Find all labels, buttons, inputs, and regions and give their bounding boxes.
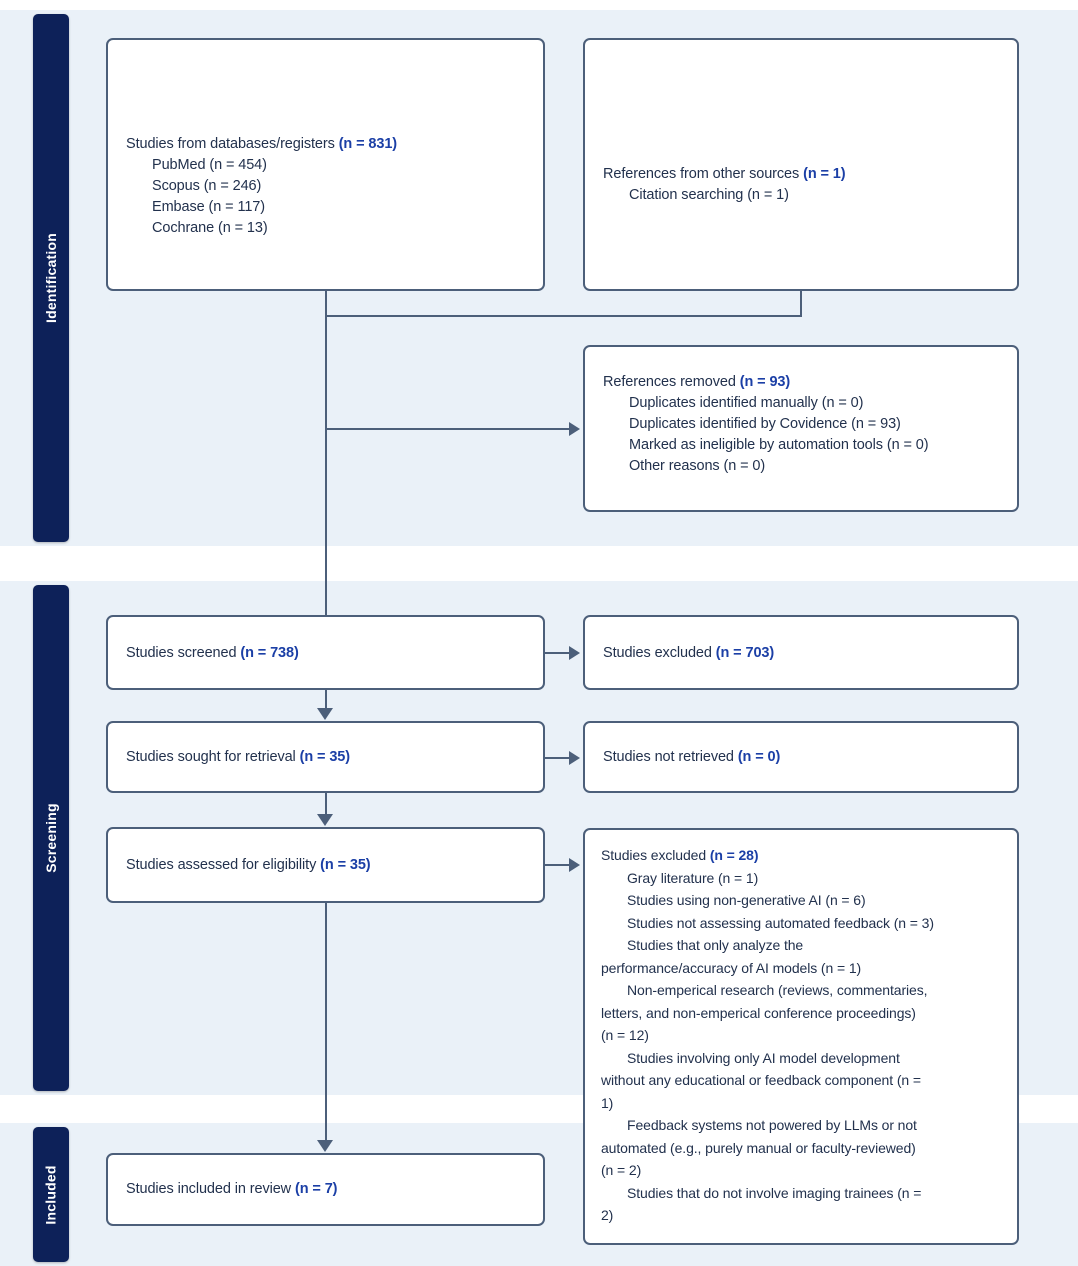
connector-screened-to-sought [325, 690, 327, 709]
box-studies-excluded-28: Studies excluded (n = 28) Gray literatur… [583, 828, 1019, 1245]
phase-label-identification: Identification [43, 233, 60, 323]
excluded-28-reason-9: without any educational or feedback comp… [601, 1072, 921, 1088]
excluded-28-reason-7: (n = 12) [601, 1027, 649, 1043]
box-other-sources-count: (n = 1) [803, 166, 846, 182]
box-removed-line-0: Duplicates identified manually (n = 0) [629, 395, 864, 411]
excluded-28-reason-8: Studies involving only AI model developm… [627, 1049, 900, 1066]
connector-sought-to-assessed [325, 793, 327, 815]
connector-sought-to-not-retrieved [545, 757, 571, 759]
box-included-title: Studies included in review (n = 7) [126, 1181, 338, 1197]
box-not-retrieved-count: (n = 0) [737, 749, 781, 765]
connector-databases-down [325, 291, 327, 615]
box-removed-line-2: Marked as ineligible by automation tools… [629, 437, 929, 453]
box-removed-line-1: Duplicates identified by Covidence (n = … [629, 416, 901, 432]
excluded-28-reason-13: (n = 2) [601, 1162, 642, 1178]
box-excluded-703-title: Studies excluded (n = 703) [603, 645, 775, 661]
connector-to-removed [325, 428, 571, 430]
excluded-28-reason-10: 1) [601, 1094, 614, 1111]
excluded-28-reason-2: Studies not assessing automated feedback… [627, 914, 934, 931]
connector-other-sources-down [800, 291, 802, 317]
excluded-28-reason-1: Studies using non-generative AI (n = 6) [627, 892, 866, 908]
arrowhead-to-excluded-28 [569, 858, 580, 872]
excluded-28-reason-6: letters, and non-emperical conference pr… [601, 1004, 916, 1021]
excluded-28-reason-5: Non-emperical research (reviews, comment… [627, 982, 928, 998]
box-databases-count: (n = 831) [338, 136, 398, 152]
connector-sources-join [325, 315, 802, 317]
phase-band-included: Included [33, 1127, 69, 1262]
phase-label-screening: Screening [43, 803, 59, 873]
box-studies-included-in-review: Studies included in review (n = 7) [106, 1153, 545, 1226]
box-included-count: (n = 7) [294, 1181, 338, 1197]
arrowhead-to-assessed [317, 814, 333, 826]
arrowhead-to-sought [317, 708, 333, 720]
excluded-28-reason-15: 2) [601, 1207, 614, 1223]
connector-assessed-to-excluded28 [545, 864, 571, 866]
arrowhead-to-included [317, 1140, 333, 1152]
box-databases-title: Studies from databases/registers (n = 83… [126, 136, 398, 152]
box-removed-line-3: Other reasons (n = 0) [629, 458, 766, 474]
box-excluded-28-title: Studies excluded (n = 28) [601, 847, 759, 863]
phase-band-screening: Screening [33, 585, 69, 1091]
arrowhead-to-excluded-703 [569, 646, 580, 660]
box-assessed-count: (n = 35) [320, 857, 371, 873]
box-references-other-sources: References from other sources (n = 1) Ci… [583, 38, 1019, 291]
box-removed-title: References removed (n = 93) [603, 374, 791, 390]
excluded-28-reason-4: performance/accuracy of AI models (n = 1… [601, 959, 862, 976]
box-not-retrieved-title: Studies not retrieved (n = 0) [603, 749, 781, 765]
box-studies-screened: Studies screened (n = 738) [106, 615, 545, 690]
box-studies-excluded-703: Studies excluded (n = 703) [583, 615, 1019, 690]
excluded-28-reason-14: Studies that do not involve imaging trai… [627, 1184, 922, 1201]
excluded-28-reason-3: Studies that only analyze the [627, 937, 804, 953]
phase-label-included: Included [43, 1164, 60, 1225]
box-removed-count: (n = 93) [739, 374, 791, 390]
box-sought-count: (n = 35) [299, 749, 350, 765]
box-databases-line-0: PubMed (n = 454) [152, 157, 267, 173]
box-databases-line-1: Scopus (n = 246) [152, 178, 262, 194]
box-databases-line-2: Embase (n = 117) [152, 199, 265, 215]
box-studies-assessed-for-eligibility: Studies assessed for eligibility (n = 35… [106, 827, 545, 903]
box-sought-title: Studies sought for retrieval (n = 35) [126, 749, 350, 765]
excluded-28-reason-12: automated (e.g., purely manual or facult… [601, 1139, 916, 1156]
box-other-sources-line-0: Citation searching (n = 1) [629, 187, 789, 203]
box-databases-line-3: Cochrane (n = 13) [152, 220, 268, 236]
box-studies-sought-for-retrieval: Studies sought for retrieval (n = 35) [106, 721, 545, 793]
connector-screened-to-excluded [545, 652, 571, 654]
box-excluded-703-count: (n = 703) [715, 645, 775, 661]
box-excluded-28-count: (n = 28) [709, 847, 759, 863]
box-studies-from-databases: Studies from databases/registers (n = 83… [106, 38, 545, 291]
connector-assessed-to-included [325, 903, 327, 1141]
excluded-28-reason-list: Gray literature (n = 1) Studies using non… [601, 867, 1005, 1227]
phase-band-identification: Identification [33, 14, 69, 542]
box-references-removed: References removed (n = 93) Duplicates i… [583, 345, 1019, 512]
arrowhead-to-not-retrieved [569, 751, 580, 765]
box-other-sources-title: References from other sources (n = 1) [603, 166, 846, 182]
excluded-28-reason-11: Feedback systems not powered by LLMs or … [627, 1117, 917, 1133]
box-assessed-title: Studies assessed for eligibility (n = 35… [126, 857, 371, 873]
box-screened-count: (n = 738) [240, 645, 299, 661]
box-screened-title: Studies screened (n = 738) [126, 645, 299, 661]
arrowhead-to-removed [569, 422, 580, 436]
excluded-28-reason-0: Gray literature (n = 1) [627, 869, 759, 886]
box-studies-not-retrieved: Studies not retrieved (n = 0) [583, 721, 1019, 793]
